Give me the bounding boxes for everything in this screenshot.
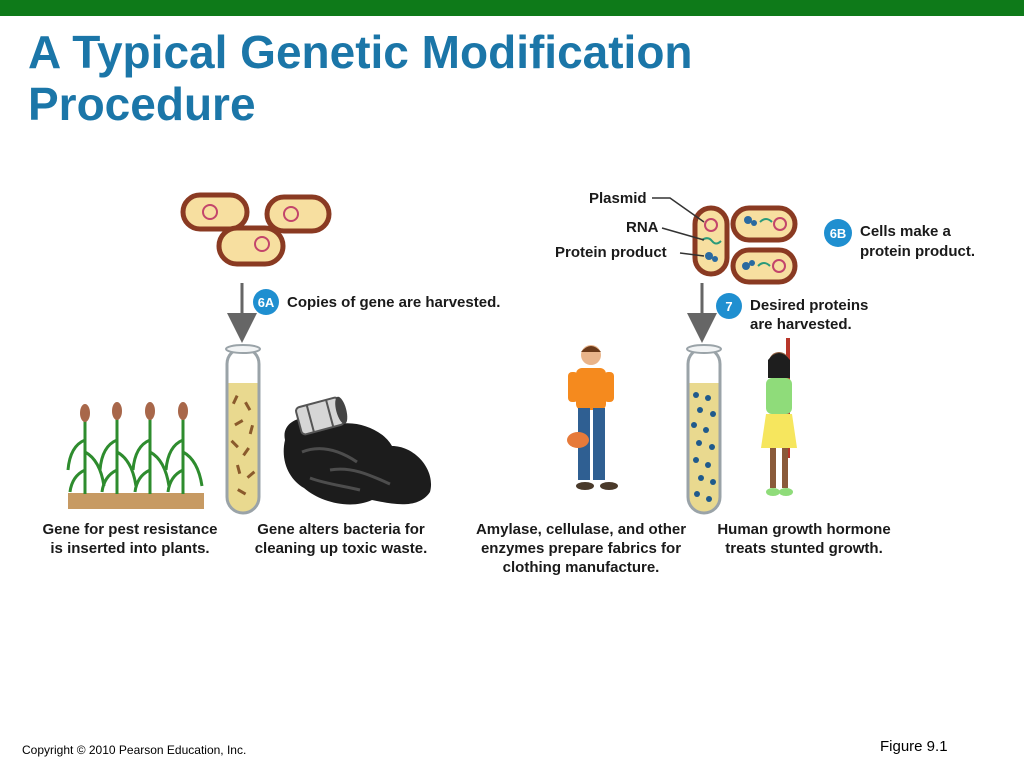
step-6b-text-line2: protein product. xyxy=(860,243,975,260)
top-accent-bar xyxy=(0,0,1024,16)
bacterium-icon xyxy=(180,192,250,232)
step-badge-6a: 6A xyxy=(253,289,279,315)
caption-hormone-line2: treats stunted growth. xyxy=(725,540,883,557)
caption-hormone-line1: Human growth hormone xyxy=(717,521,890,538)
leader-line xyxy=(679,252,705,257)
bacterium-icon xyxy=(264,194,332,234)
test-tube-bacteria-icon xyxy=(225,344,261,515)
step-number: 6A xyxy=(258,295,275,310)
plasmid-label: Plasmid xyxy=(589,190,647,207)
step-7-text-line1: Desired proteins xyxy=(750,297,868,314)
step-6b-text-line1: Cells make a xyxy=(860,223,952,240)
bacterium-icon xyxy=(730,247,798,285)
bacterium-icon xyxy=(216,225,286,267)
caption-waste-line2: cleaning up toxic waste. xyxy=(255,540,428,557)
step-badge-6b: 6B xyxy=(824,219,852,247)
caption-enzymes-line3: clothing manufacture. xyxy=(503,559,660,576)
bacterium-with-plasmid-icon xyxy=(692,205,730,277)
protein-product-label: Protein product xyxy=(555,244,667,261)
caption-enzymes-line2: enzymes prepare fabrics for xyxy=(481,540,681,557)
rna-label: RNA xyxy=(626,219,659,236)
toxic-waste-barrel-icon xyxy=(283,396,432,505)
bacterium-icon xyxy=(730,205,798,243)
caption-waste-line1: Gene alters bacteria for xyxy=(257,521,425,538)
leader-line xyxy=(661,227,705,241)
slide-title: A Typical Genetic Modification Procedure xyxy=(28,26,693,130)
test-tube-protein-icon xyxy=(686,344,722,515)
girl-figure-icon xyxy=(761,338,797,496)
step-7-text-line2: are harvested. xyxy=(750,316,852,333)
caption-plants-line2: is inserted into plants. xyxy=(50,540,209,557)
corn-plants-icon xyxy=(66,402,204,509)
caption-plants-line1: Gene for pest resistance xyxy=(42,521,217,538)
step-number: 6B xyxy=(830,226,847,241)
man-figure-icon xyxy=(567,345,618,490)
caption-enzymes-line1: Amylase, cellulase, and other xyxy=(476,521,686,538)
copyright-notice: Copyright © 2010 Pearson Education, Inc. xyxy=(22,743,247,757)
bacteria-cluster-right xyxy=(692,205,798,285)
step-number: 7 xyxy=(725,299,732,314)
figure-label: Figure 9.1 xyxy=(880,738,948,755)
bacteria-cluster-left xyxy=(180,192,332,267)
leader-line xyxy=(652,197,705,223)
step-6a-text: Copies of gene are harvested. xyxy=(287,294,500,311)
step-badge-7: 7 xyxy=(716,293,742,319)
